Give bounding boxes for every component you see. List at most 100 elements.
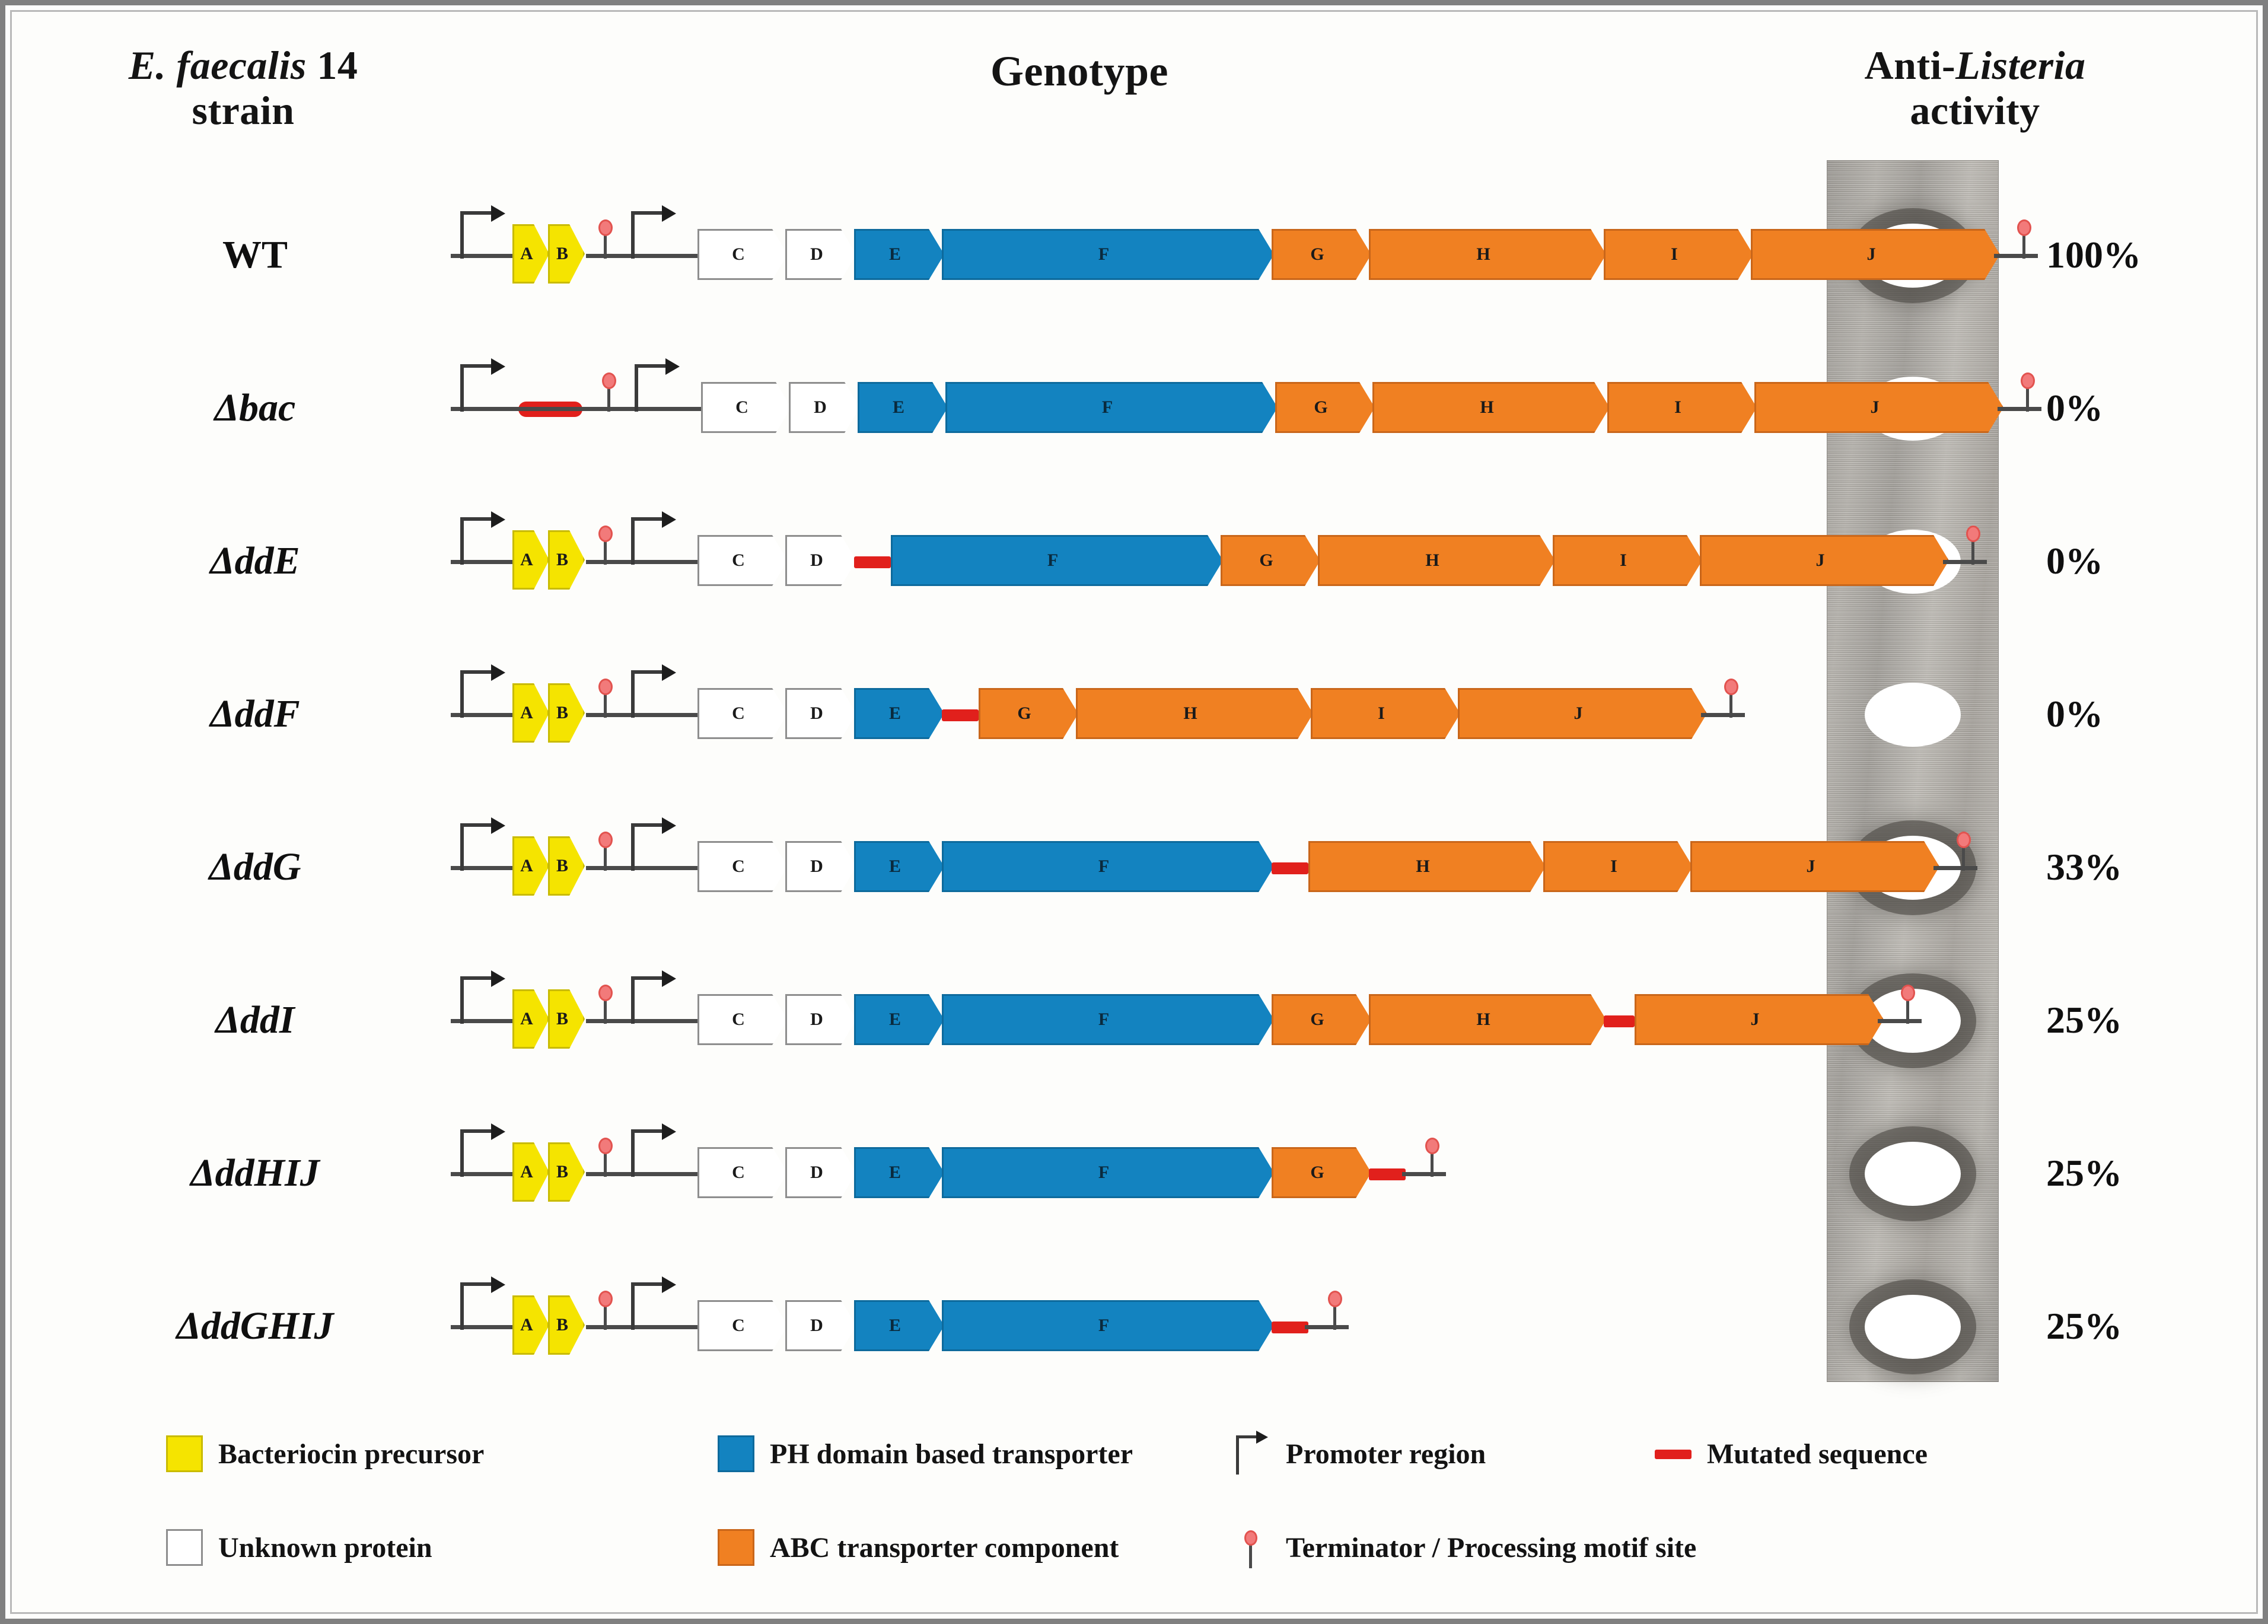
terminator-icon — [2014, 215, 2034, 259]
legend-label: Mutated sequence — [1707, 1438, 1928, 1470]
mutated-sequence-marker — [1272, 862, 1308, 874]
backbone-segment — [512, 407, 590, 411]
backbone-segment — [451, 254, 512, 258]
backbone-segment — [451, 1325, 512, 1329]
gene-arrow-d: D — [785, 1300, 856, 1351]
mutated-sequence-marker — [854, 556, 891, 568]
terminator-icon — [1721, 674, 1741, 718]
promoter-icon — [460, 664, 511, 718]
promoter-icon — [631, 970, 682, 1024]
backbone-segment — [586, 1019, 697, 1023]
gene-arrow-c: C — [701, 382, 791, 433]
column-header-activity: Anti-Listeria activity — [1744, 43, 2206, 133]
gene-arrow-b: B — [548, 224, 585, 284]
terminator-icon — [595, 1286, 616, 1330]
strain-label: Δbac — [214, 386, 296, 429]
gene-arrow-i: I — [1604, 229, 1753, 280]
terminator-icon — [1422, 1133, 1442, 1177]
gene-arrow-d: D — [785, 688, 856, 739]
promoter-icon — [460, 205, 511, 259]
backbone-segment — [451, 1019, 512, 1023]
gene-arrow-f: F — [942, 229, 1274, 280]
promoter-icon — [460, 970, 511, 1024]
legend-item: Bacteriocin precursor — [166, 1435, 484, 1472]
activity-header-word: activity — [1910, 88, 2040, 133]
gene-arrow-g: G — [1272, 1147, 1371, 1198]
gene-arrow-h: H — [1076, 688, 1313, 739]
gene-arrow-h: H — [1369, 994, 1606, 1045]
activity-header-prefix: Anti- — [1864, 43, 1956, 88]
activity-percent: 25% — [2046, 1152, 2122, 1194]
gene-arrow-j: J — [1751, 229, 2000, 280]
promoter-icon — [460, 817, 511, 871]
column-header-strain: E. faecalis 14 strain — [77, 43, 409, 133]
activity-header-genus: Listeria — [1955, 43, 2086, 88]
backbone-segment — [1998, 407, 2041, 411]
gene-arrow-h: H — [1372, 382, 1610, 433]
backbone-segment — [586, 1172, 697, 1176]
backbone-segment — [590, 407, 701, 411]
gene-arrow-c: C — [697, 229, 788, 280]
mutated-sequence-marker — [1272, 1322, 1308, 1333]
gene-arrow-g: G — [979, 688, 1078, 739]
gene-arrow-b: B — [548, 989, 585, 1049]
legend-item: ABC transporter component — [718, 1529, 1119, 1566]
gene-arrow-b: B — [548, 530, 585, 590]
promoter-icon — [631, 1276, 682, 1330]
gene-arrow-f: F — [942, 841, 1274, 892]
gene-arrow-e: E — [854, 229, 944, 280]
promoter-icon — [460, 1276, 511, 1330]
strain-label: ΔddF — [210, 692, 300, 735]
promoter-icon — [631, 664, 682, 718]
inhibition-zone-well — [1865, 1295, 1961, 1359]
gene-arrow-e: E — [854, 688, 944, 739]
terminator-icon — [595, 215, 616, 259]
terminator-icon — [2018, 368, 2038, 412]
gene-arrow-d: D — [785, 229, 856, 280]
mutated-sequence-marker — [1604, 1015, 1635, 1027]
backbone-segment — [586, 1325, 697, 1329]
mutated-sequence-marker — [1369, 1168, 1406, 1180]
activity-percent: 25% — [2046, 999, 2122, 1041]
gene-arrow-i: I — [1607, 382, 1757, 433]
legend-item: Unknown protein — [166, 1529, 432, 1566]
gene-arrow-j: J — [1700, 535, 1949, 586]
column-header-genotype: Genotype — [990, 47, 1168, 95]
backbone-segment — [586, 713, 697, 717]
backbone-segment — [451, 1172, 512, 1176]
gene-arrow-j: J — [1458, 688, 1707, 739]
gene-arrow-f: F — [942, 1147, 1274, 1198]
gene-arrow-i: I — [1543, 841, 1693, 892]
gene-arrow-f: F — [942, 994, 1274, 1045]
legend-label: Unknown protein — [218, 1531, 432, 1564]
strain-label: ΔddHIJ — [190, 1151, 320, 1195]
gene-arrow-h: H — [1369, 229, 1606, 280]
gene-arrow-e: E — [854, 1147, 944, 1198]
legend-label: Bacteriocin precursor — [218, 1438, 485, 1470]
backbone-segment — [451, 560, 512, 564]
gene-arrow-f: F — [945, 382, 1278, 433]
terminator-icon — [1963, 521, 1983, 565]
activity-percent: 0% — [2046, 387, 2103, 429]
backbone-segment — [1305, 1325, 1349, 1329]
strain-label: ΔddI — [215, 998, 295, 1042]
promoter-icon — [635, 358, 686, 412]
gene-arrow-d: D — [785, 994, 856, 1045]
gene-arrow-g: G — [1272, 994, 1371, 1045]
legend-swatch-ph-domain-transporter — [718, 1435, 754, 1472]
terminator-icon — [1325, 1286, 1345, 1330]
gene-arrow-j: J — [1754, 382, 2003, 433]
legend-label: PH domain based transporter — [770, 1438, 1133, 1470]
backbone-segment — [1994, 254, 2038, 258]
